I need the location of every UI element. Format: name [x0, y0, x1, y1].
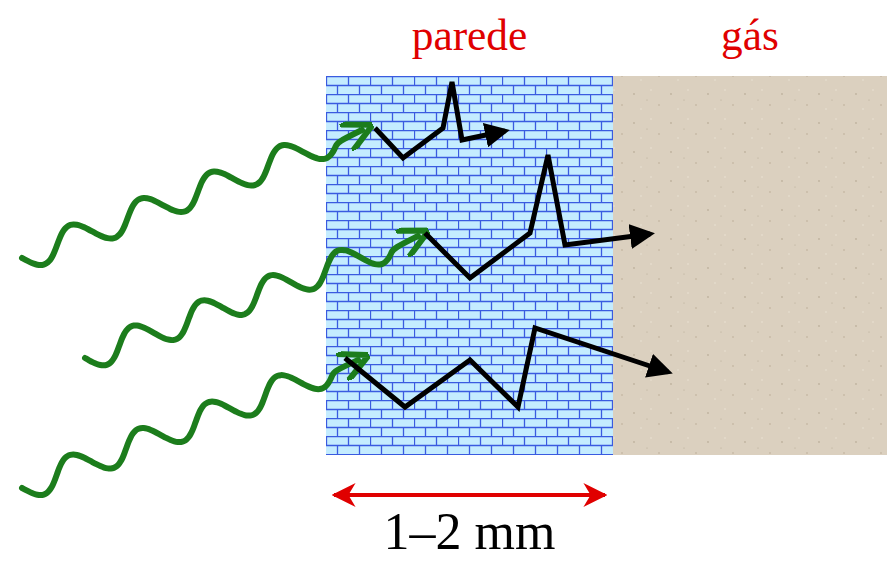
- wall-label: parede: [326, 12, 613, 60]
- radiation-wave: [85, 236, 418, 365]
- radiation-wave: [22, 130, 362, 265]
- wall-bricks: [326, 76, 613, 455]
- particle-path: [345, 328, 668, 407]
- dimension-arrow: [334, 493, 605, 497]
- gas-region: [613, 76, 887, 455]
- radiation-waves: [22, 130, 418, 495]
- particle-paths: [345, 82, 668, 407]
- dimension-label: 1–2 mm: [326, 503, 613, 560]
- wall-region: parede: [326, 12, 613, 60]
- gas-region-box: gás: [613, 12, 887, 60]
- particle-path: [425, 155, 650, 278]
- radiation-wave: [22, 360, 358, 495]
- gas-label: gás: [613, 12, 887, 60]
- particle-path: [375, 82, 505, 158]
